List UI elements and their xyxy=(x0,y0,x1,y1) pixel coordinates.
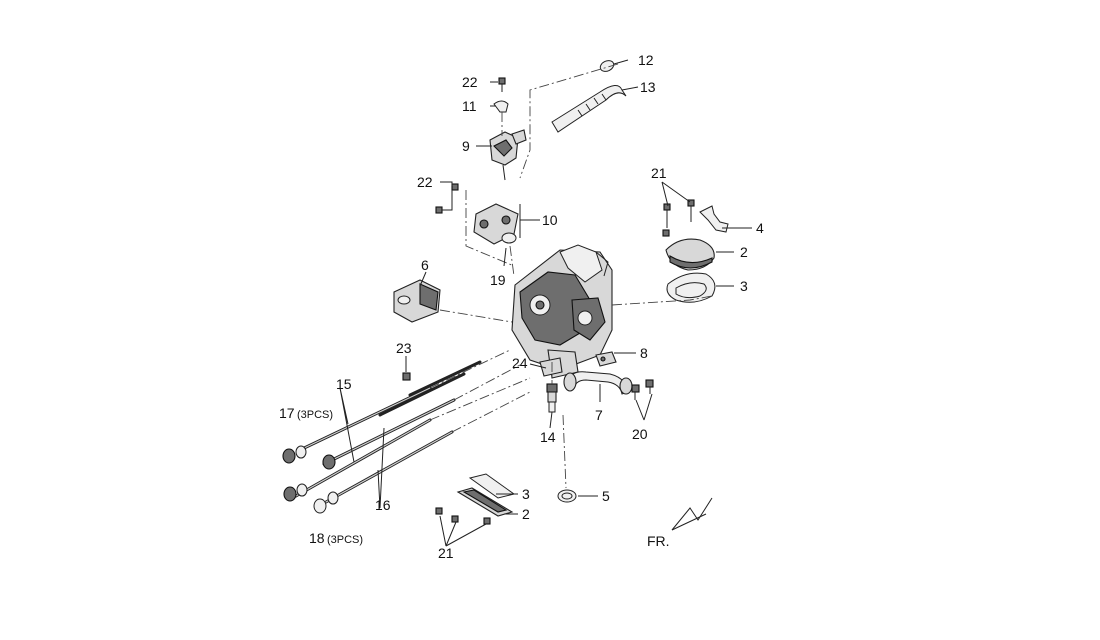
bolts-20 xyxy=(631,379,654,400)
washers-18 xyxy=(296,483,339,514)
label-3-upper: 3 xyxy=(740,278,748,294)
label-4: 4 xyxy=(756,220,764,236)
o-ring-5 xyxy=(557,489,577,503)
clip-12 xyxy=(599,60,615,72)
bolts-22-left xyxy=(435,183,459,214)
hose-clamp-11 xyxy=(493,100,509,113)
spark-plug-14 xyxy=(546,383,558,413)
label-7: 7 xyxy=(595,407,603,423)
label-9: 9 xyxy=(462,138,470,154)
bolts-21-lower xyxy=(435,507,491,525)
stud-bolts-15 xyxy=(298,386,456,466)
bolt-22-top xyxy=(498,77,506,92)
bolts-21-upper xyxy=(662,199,695,237)
label-17-qty: (3PCS) xyxy=(297,409,333,421)
label-5: 5 xyxy=(602,488,610,504)
stud-bolts-16 xyxy=(294,418,454,504)
label-24: 24 xyxy=(512,355,528,371)
label-3-lower: 3 xyxy=(522,486,530,502)
callout-labels: 22 11 9 12 13 22 10 19 21 4 2 3 6 8 23 2… xyxy=(279,52,764,561)
label-11: 11 xyxy=(462,98,477,114)
o-ring-19 xyxy=(501,232,517,244)
cover-2-lower xyxy=(456,487,514,517)
label-13: 13 xyxy=(640,79,656,95)
label-12: 12 xyxy=(638,52,654,68)
cover-2-upper xyxy=(665,238,715,271)
label-front: FR. xyxy=(647,533,670,549)
leader-lines xyxy=(339,59,752,547)
solenoid-6 xyxy=(393,279,441,323)
label-19: 19 xyxy=(490,272,506,288)
bracket-4 xyxy=(699,205,729,233)
assembly-lines xyxy=(429,63,713,489)
label-22-top: 22 xyxy=(462,74,478,90)
label-21-upper: 21 xyxy=(651,165,667,181)
label-2-lower: 2 xyxy=(522,506,530,522)
stud-bolt-23 xyxy=(378,360,482,417)
label-10: 10 xyxy=(542,212,558,228)
label-6: 6 xyxy=(421,257,429,273)
valve-assembly-9 xyxy=(489,129,527,181)
label-18: 18 xyxy=(309,530,325,546)
label-23: 23 xyxy=(396,340,412,356)
label-21-lower: 21 xyxy=(438,545,454,561)
label-2-upper: 2 xyxy=(740,244,748,260)
label-17: 17 xyxy=(279,405,295,421)
label-14: 14 xyxy=(540,429,556,445)
front-direction-arrow xyxy=(671,497,713,531)
hose-13 xyxy=(551,85,627,133)
label-20: 20 xyxy=(632,426,648,442)
plate-8 xyxy=(595,351,617,367)
oil-pipe-7 xyxy=(563,371,633,395)
label-15: 15 xyxy=(336,376,352,392)
label-16: 16 xyxy=(375,497,391,513)
label-8: 8 xyxy=(640,345,648,361)
label-18-qty: (3PCS) xyxy=(327,534,363,546)
part-24 xyxy=(539,357,563,377)
gasket-3-upper xyxy=(666,272,716,303)
nuts-17 xyxy=(282,445,336,502)
label-22-left: 22 xyxy=(417,174,433,190)
